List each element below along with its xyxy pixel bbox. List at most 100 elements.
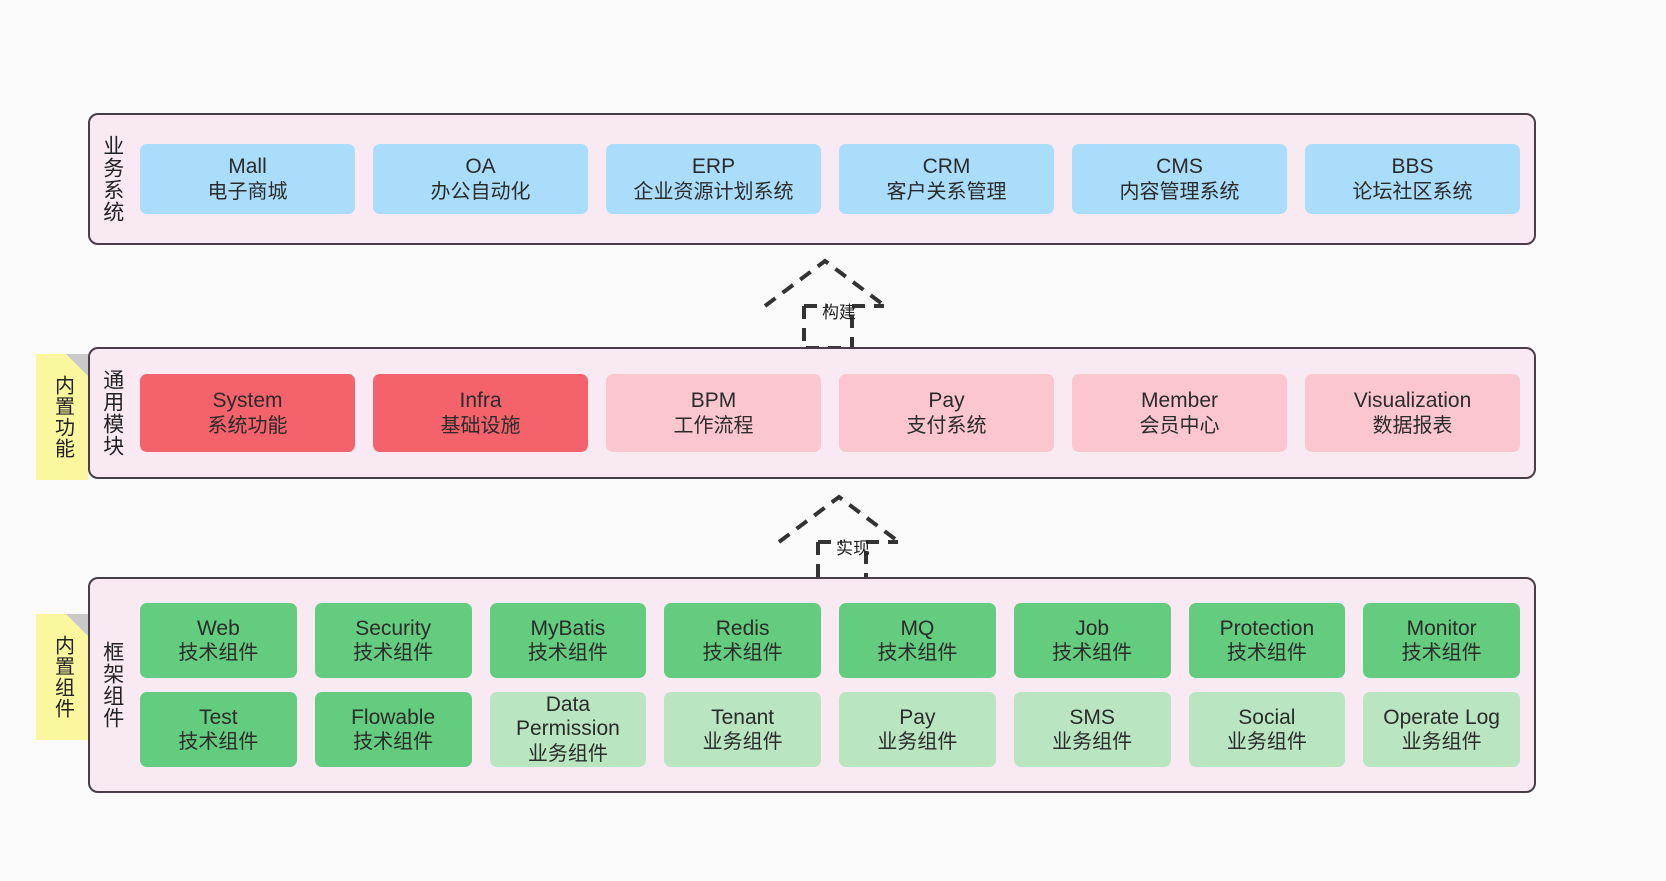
card-mall-en: Mall (228, 155, 267, 178)
card-system-en: System (212, 389, 283, 412)
note-fold-corner-icon (66, 354, 88, 376)
card-test-en: Test (199, 705, 238, 729)
framework-cards-area: Web 技术组件 Security 技术组件 MyBatis 技术组件 Redi… (134, 579, 1534, 791)
layer-title-modules: 通用模块 (100, 369, 124, 457)
card-cms[interactable]: CMS 内容管理系统 (1072, 144, 1287, 214)
note-builtin-components-label: 内置组件 (51, 635, 74, 719)
card-mybatis-en: MyBatis (530, 616, 606, 640)
card-pay-component-en: Pay (899, 705, 936, 729)
arrow-implement-label: 实现 (836, 539, 870, 558)
card-job[interactable]: Job 技术组件 (1013, 603, 1171, 678)
card-protection-cn: 技术组件 (1226, 642, 1307, 665)
card-flowable[interactable]: Flowable 技术组件 (314, 692, 472, 767)
card-operate-log-cn: 业务组件 (1401, 731, 1482, 754)
card-monitor[interactable]: Monitor 技术组件 (1363, 603, 1520, 678)
arrow-build-label: 构建 (822, 303, 856, 322)
card-infra[interactable]: Infra 基础设施 (373, 374, 588, 452)
note-builtin-functions-label: 内置功能 (51, 375, 74, 459)
card-tenant[interactable]: Tenant 业务组件 (664, 692, 821, 767)
card-sms-cn: 业务组件 (1052, 731, 1133, 754)
card-system[interactable]: System 系统功能 (140, 374, 355, 452)
card-protection-en: Protection (1219, 616, 1315, 640)
card-test-cn: 技术组件 (178, 731, 259, 754)
card-oa-cn: 办公自动化 (430, 180, 531, 203)
card-mybatis-cn: 技术组件 (527, 642, 608, 665)
card-redis[interactable]: Redis 技术组件 (664, 603, 821, 678)
card-visualization[interactable]: Visualization 数据报表 (1305, 374, 1520, 452)
card-redis-cn: 技术组件 (702, 642, 783, 665)
card-protection[interactable]: Protection 技术组件 (1188, 603, 1346, 678)
card-social-en: Social (1238, 705, 1296, 729)
card-test[interactable]: Test 技术组件 (140, 692, 297, 767)
arrow-implement: 实现 (774, 492, 934, 588)
card-pay-module-cn: 支付系统 (906, 414, 987, 437)
card-mall-cn: 电子商城 (207, 180, 288, 203)
card-pay-module[interactable]: Pay 支付系统 (839, 374, 1054, 452)
card-mybatis[interactable]: MyBatis 技术组件 (489, 603, 647, 678)
card-bbs-cn: 论坛社区系统 (1352, 180, 1473, 203)
card-data-permission-cn: 业务组件 (527, 743, 608, 766)
card-tenant-cn: 业务组件 (702, 731, 783, 754)
card-member-cn: 会员中心 (1139, 414, 1220, 437)
card-cms-cn: 内容管理系统 (1119, 180, 1240, 203)
card-erp-en: ERP (691, 155, 736, 178)
card-data-permission-en: Data Permission (515, 692, 620, 741)
card-bpm-en: BPM (690, 389, 737, 412)
card-flowable-cn: 技术组件 (353, 731, 434, 754)
card-tenant-en: Tenant (711, 705, 775, 729)
arrow-build: 构建 (760, 256, 920, 352)
card-bpm-cn: 工作流程 (673, 414, 754, 437)
card-web-cn: 技术组件 (178, 642, 259, 665)
card-member-en: Member (1140, 389, 1219, 412)
card-oa-en: OA (465, 155, 496, 178)
card-web-en: Web (196, 616, 240, 640)
card-social-cn: 业务组件 (1226, 731, 1307, 754)
layer-common-modules: 通用模块 System 系统功能 Infra 基础设施 BPM 工作流程 Pay… (88, 347, 1536, 479)
card-visualization-cn: 数据报表 (1372, 414, 1453, 437)
framework-card-row-business: Test 技术组件 Flowable 技术组件 Data Permission … (140, 692, 1520, 767)
card-infra-cn: 基础设施 (440, 414, 521, 437)
card-crm[interactable]: CRM 客户关系管理 (839, 144, 1054, 214)
card-operate-log[interactable]: Operate Log 业务组件 (1363, 692, 1520, 767)
card-sms-en: SMS (1069, 705, 1115, 729)
card-operate-log-en: Operate Log (1383, 705, 1500, 729)
note-fold-corner-icon (66, 614, 88, 636)
card-member[interactable]: Member 会员中心 (1072, 374, 1287, 452)
card-data-permission[interactable]: Data Permission 业务组件 (489, 692, 647, 767)
card-crm-en: CRM (922, 155, 971, 178)
card-bbs[interactable]: BBS 论坛社区系统 (1305, 144, 1520, 214)
card-bpm[interactable]: BPM 工作流程 (606, 374, 821, 452)
card-security[interactable]: Security 技术组件 (314, 603, 472, 678)
card-bbs-en: BBS (1391, 155, 1434, 178)
card-job-en: Job (1075, 616, 1110, 640)
card-mq-en: MQ (900, 616, 935, 640)
card-security-en: Security (355, 616, 432, 640)
card-web[interactable]: Web 技术组件 (140, 603, 297, 678)
card-erp[interactable]: ERP 企业资源计划系统 (606, 144, 821, 214)
card-crm-cn: 客户关系管理 (886, 180, 1007, 203)
card-mall[interactable]: Mall 电子商城 (140, 144, 355, 214)
note-builtin-components: 内置组件 (36, 614, 88, 740)
card-pay-component[interactable]: Pay 业务组件 (839, 692, 996, 767)
note-builtin-functions: 内置功能 (36, 354, 88, 480)
framework-card-row-tech: Web 技术组件 Security 技术组件 MyBatis 技术组件 Redi… (140, 603, 1520, 678)
card-pay-component-cn: 业务组件 (877, 731, 958, 754)
card-infra-en: Infra (459, 389, 502, 412)
card-redis-en: Redis (715, 616, 770, 640)
layer-framework-components: 框架组件 Web 技术组件 Security 技术组件 MyBatis 技术组件… (88, 577, 1536, 793)
card-mq[interactable]: MQ 技术组件 (839, 603, 996, 678)
business-card-row: Mall 电子商城 OA 办公自动化 ERP 企业资源计划系统 CRM 客户关系… (140, 144, 1520, 214)
card-sms[interactable]: SMS 业务组件 (1013, 692, 1171, 767)
business-cards-area: Mall 电子商城 OA 办公自动化 ERP 企业资源计划系统 CRM 客户关系… (134, 115, 1534, 243)
card-security-cn: 技术组件 (353, 642, 434, 665)
card-oa[interactable]: OA 办公自动化 (373, 144, 588, 214)
card-pay-module-en: Pay (928, 389, 965, 412)
layer-business-systems: 业务系统 Mall 电子商城 OA 办公自动化 ERP 企业资源计划系统 CRM… (88, 113, 1536, 245)
card-monitor-cn: 技术组件 (1401, 642, 1482, 665)
card-social[interactable]: Social 业务组件 (1188, 692, 1346, 767)
modules-cards-area: System 系统功能 Infra 基础设施 BPM 工作流程 Pay 支付系统… (134, 349, 1534, 477)
card-monitor-en: Monitor (1406, 616, 1477, 640)
card-job-cn: 技术组件 (1052, 642, 1133, 665)
card-mq-cn: 技术组件 (877, 642, 958, 665)
